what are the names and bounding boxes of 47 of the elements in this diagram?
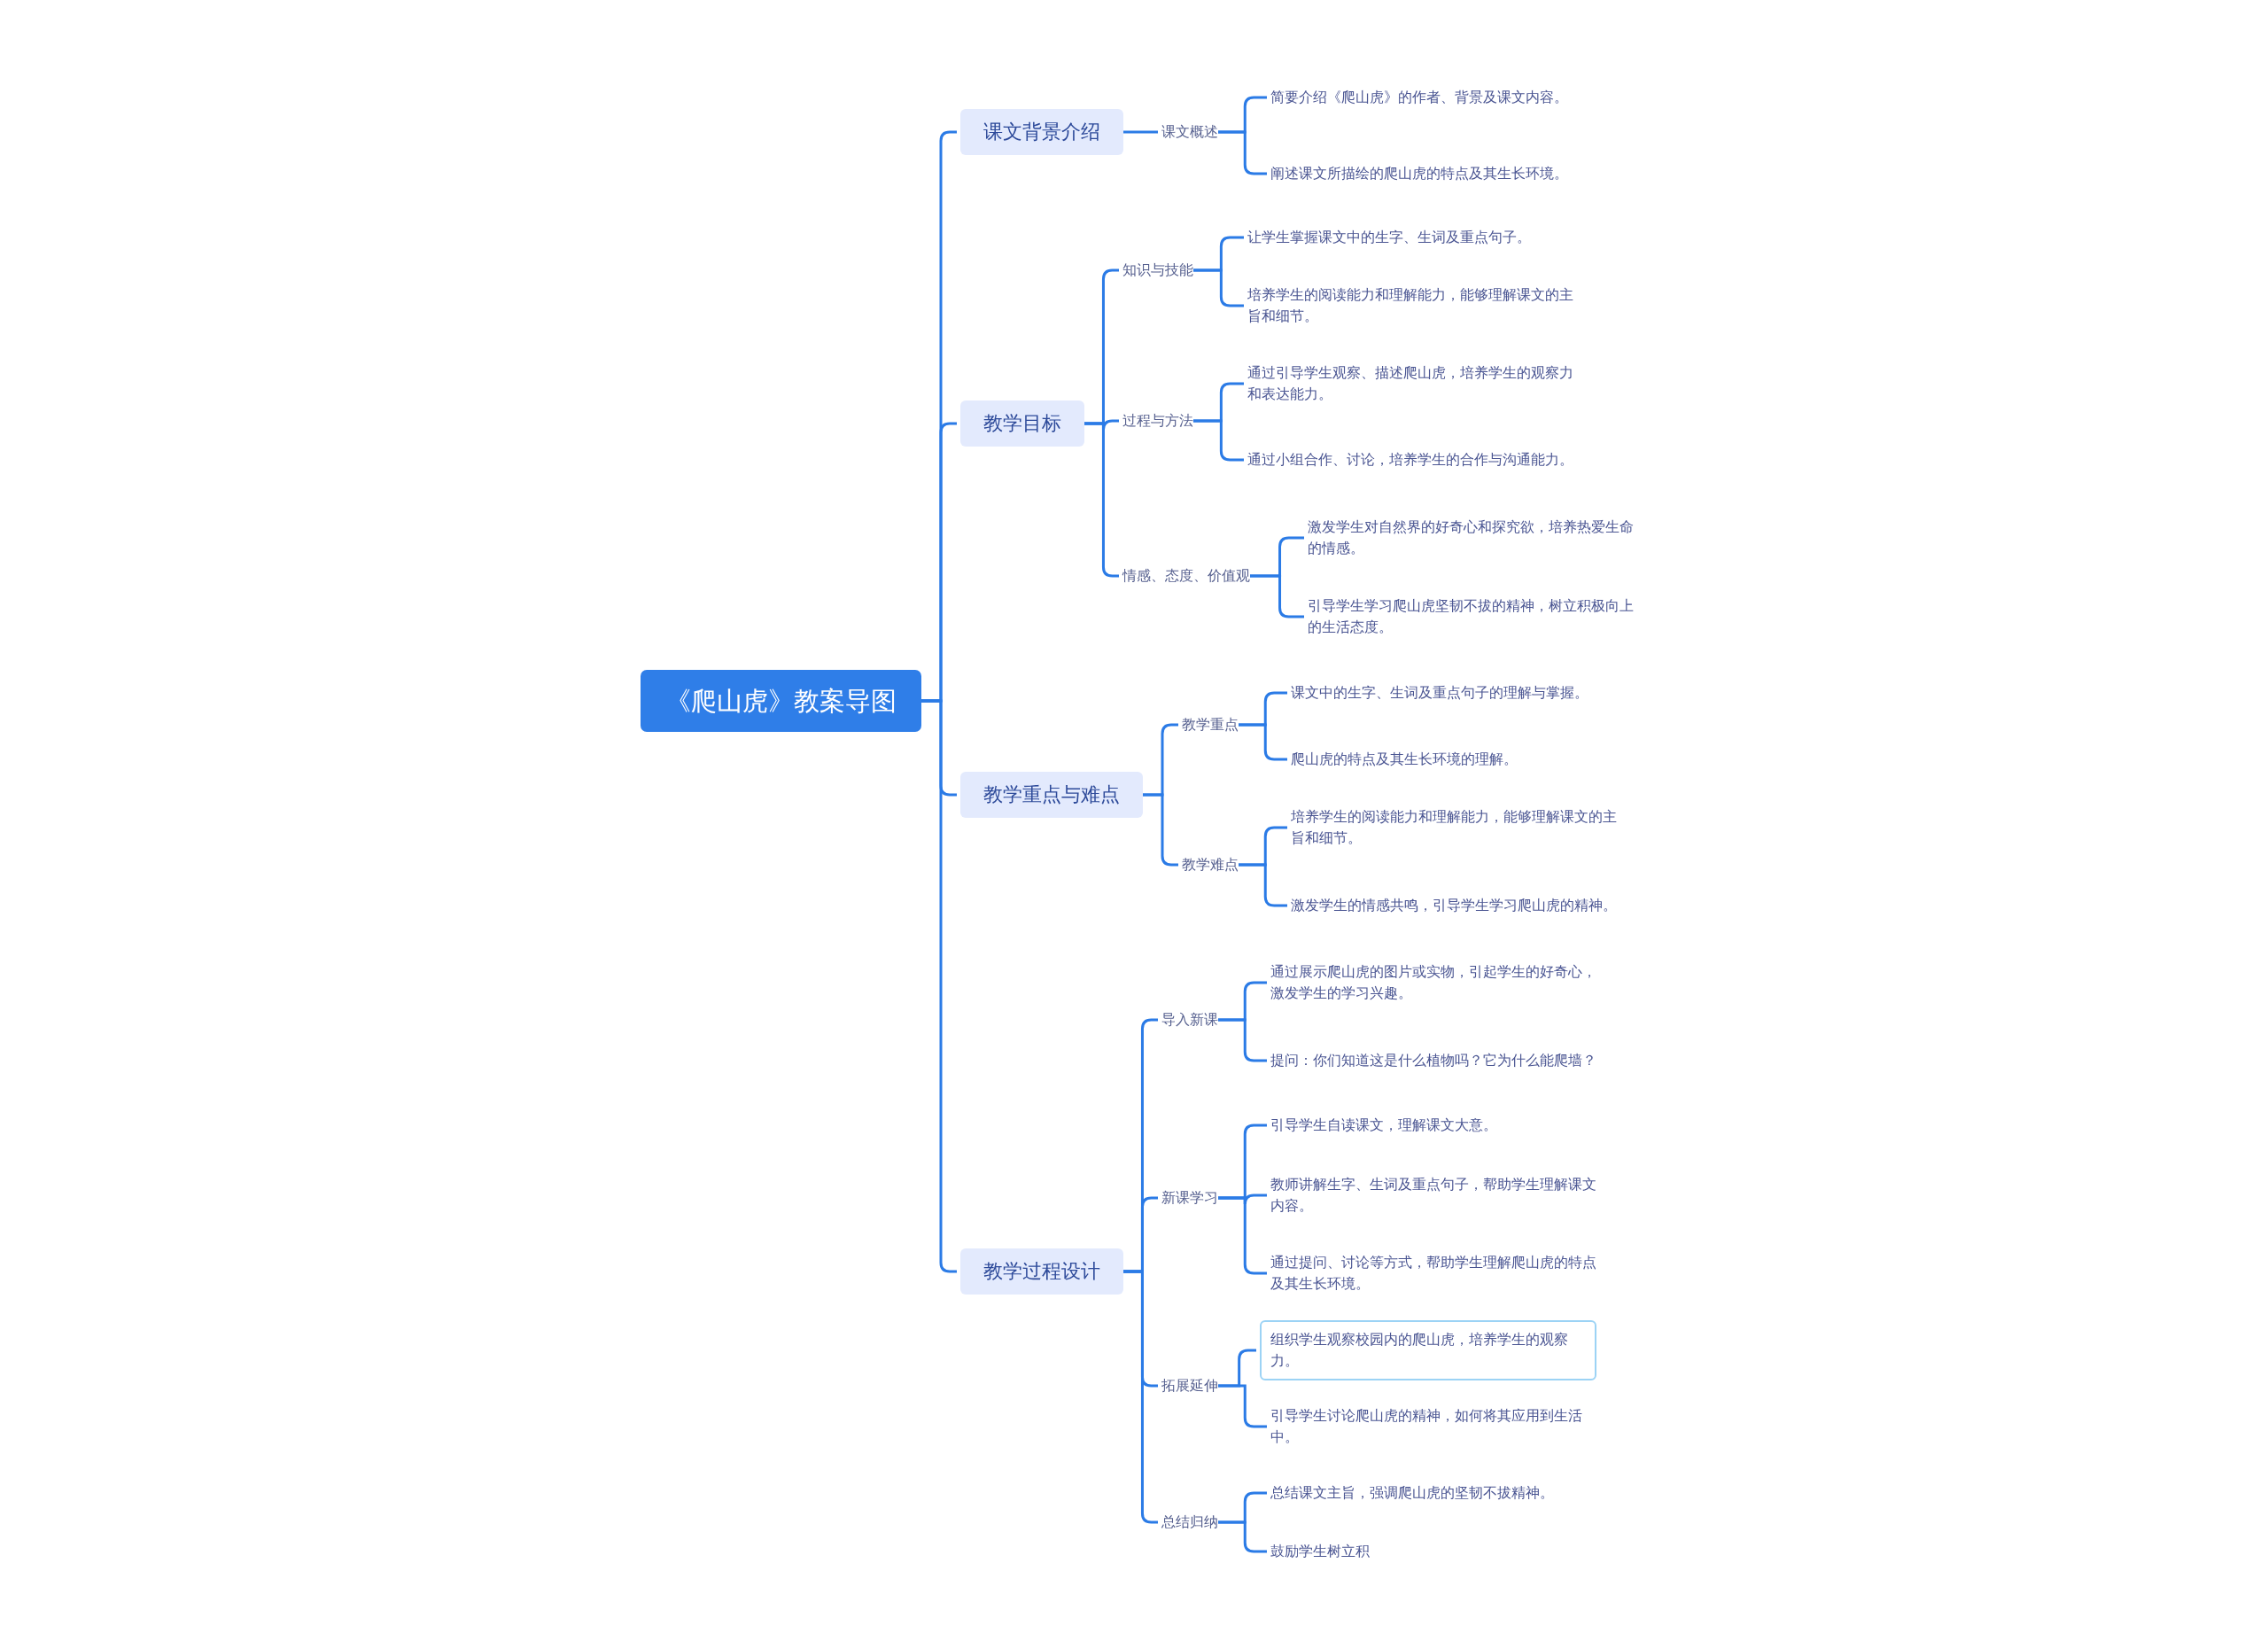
- note-text: 培养学生的阅读能力和理解能力，能够理解课文的主旨和细节。: [1291, 806, 1619, 849]
- note-text: 教师讲解生字、生词及重点句子，帮助学生理解课文内容。: [1270, 1174, 1598, 1217]
- connector-line: [1193, 419, 1244, 462]
- note-text: 简要介绍《爬山虎》的作者、背景及课文内容。: [1270, 87, 1598, 108]
- subtopic-label: 导入新课: [1161, 1010, 1218, 1030]
- topic-box: 课文背景介绍: [960, 109, 1123, 155]
- connector-line: [1123, 130, 1158, 134]
- note-text: 培养学生的阅读能力和理解能力，能够理解课文的主旨和细节。: [1247, 284, 1575, 327]
- note-text: 鼓励学生树立积: [1270, 1541, 1598, 1562]
- subtopic-label: 拓展延伸: [1161, 1376, 1218, 1396]
- note-text: 通过展示爬山虎的图片或实物，引起学生的好奇心，激发学生的学习兴趣。: [1270, 961, 1598, 1004]
- note-text: 让学生掌握课文中的生字、生词及重点句子。: [1247, 227, 1575, 248]
- note-text: 引导学生自读课文，理解课文大意。: [1270, 1115, 1598, 1136]
- subtopic-label: 教学重点: [1182, 715, 1239, 735]
- connector-line: [1193, 268, 1244, 307]
- subtopic-label: 新课学习: [1161, 1188, 1218, 1208]
- connector-line: [1239, 723, 1287, 761]
- note-text: 激发学生对自然界的好奇心和探究欲，培养热爱生命的情感。: [1308, 517, 1635, 559]
- note-text: 总结课文主旨，强调爬山虎的坚韧不拔精神。: [1270, 1482, 1598, 1504]
- note-text: 通过提问、讨论等方式，帮助学生理解爬山虎的特点及其生长环境。: [1270, 1252, 1598, 1295]
- connector-line: [1250, 574, 1304, 618]
- note-text: 激发学生的情感共鸣，引导学生学习爬山虎的精神。: [1291, 895, 1619, 916]
- connector-line: [921, 699, 957, 1273]
- note-text: 爬山虎的特点及其生长环境的理解。: [1291, 749, 1619, 770]
- connector-line: [1218, 130, 1267, 175]
- note-text: 通过小组合作、讨论，培养学生的合作与沟通能力。: [1247, 449, 1575, 470]
- subtopic-label: 情感、态度、价值观: [1122, 566, 1250, 586]
- note-text: 提问：你们知道这是什么植物吗？它为什么能爬墙？: [1270, 1050, 1598, 1071]
- connector-line: [1218, 1018, 1267, 1062]
- subtopic-label: 课文概述: [1161, 122, 1218, 142]
- note-text: 引导学生讨论爬山虎的精神，如何将其应用到生活中。: [1270, 1405, 1598, 1448]
- topic-box: 教学目标: [960, 400, 1084, 447]
- subtopic-label: 过程与方法: [1122, 411, 1193, 431]
- connector-line: [1218, 1520, 1267, 1553]
- subtopic-label: 教学难点: [1182, 855, 1239, 875]
- central-topic-box: 《爬山虎》教案导图: [641, 670, 921, 732]
- note-text: 通过引导学生观察、描述爬山虎，培养学生的观察力和表达能力。: [1247, 362, 1575, 405]
- note-text: 课文中的生字、生词及重点句子的理解与掌握。: [1291, 682, 1619, 704]
- note-text: 阐述课文所描绘的爬山虎的特点及其生长环境。: [1270, 163, 1598, 184]
- topic-box: 教学重点与难点: [960, 772, 1143, 818]
- note-text: 引导学生学习爬山虎坚韧不拔的精神，树立积极向上的生活态度。: [1308, 595, 1635, 638]
- connector-line: [1218, 1384, 1267, 1428]
- topic-box: 教学过程设计: [960, 1248, 1123, 1295]
- connector-line: [1239, 863, 1287, 907]
- subtopic-label: 总结归纳: [1161, 1512, 1218, 1532]
- subtopic-label: 知识与技能: [1122, 261, 1193, 280]
- note-box: 组织学生观察校园内的爬山虎，培养学生的观察力。: [1260, 1320, 1596, 1380]
